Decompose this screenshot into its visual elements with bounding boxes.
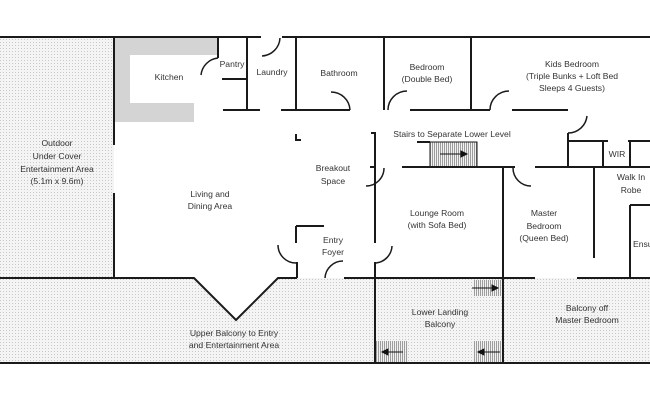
label-pantry: Pantry <box>220 59 246 69</box>
outdoor-area <box>0 37 114 278</box>
label-walk-in-robe: Walk In <box>617 172 646 182</box>
label-master-2: Bedroom <box>527 221 562 231</box>
label-outdoor-1: Outdoor <box>41 138 72 148</box>
label-lounge-sub: (with Sofa Bed) <box>408 220 467 230</box>
label-lower-landing-sub: Balcony <box>425 319 456 329</box>
label-wir: WIR <box>609 149 626 159</box>
label-lounge: Lounge Room <box>410 208 464 218</box>
walls <box>0 36 650 364</box>
label-outdoor-2: Under Cover <box>33 151 82 161</box>
label-stairs: Stairs to Separate Lower Level <box>393 129 511 139</box>
label-master-balcony: Balcony off <box>566 303 609 313</box>
label-upper-balcony: Upper Balcony to Entry <box>190 328 279 338</box>
label-laundry: Laundry <box>256 67 288 77</box>
door-swings <box>200 37 588 279</box>
label-outdoor-4: (5.1m x 9.6m) <box>30 176 83 186</box>
label-entry-sub: Foyer <box>322 247 344 257</box>
label-living-sub: Dining Area <box>188 201 233 211</box>
label-kitchen: Kitchen <box>155 72 184 82</box>
label-master-3: (Queen Bed) <box>519 233 568 243</box>
label-breakout: Breakout <box>316 163 351 173</box>
label-kids-bedroom: Kids Bedroom <box>545 59 599 69</box>
label-ensuite: Ensu <box>633 239 650 249</box>
label-bedroom: Bedroom <box>410 62 445 72</box>
stair-arrows <box>380 150 500 356</box>
label-kids-bedroom-sub2: Sleeps 4 Guests) <box>539 83 605 93</box>
label-entry: Entry <box>323 235 344 245</box>
label-lower-landing: Lower Landing <box>412 307 469 317</box>
label-kids-bedroom-sub1: (Triple Bunks + Loft Bed <box>526 71 618 81</box>
label-walk-in-robe-sub: Robe <box>621 185 642 195</box>
label-bathroom: Bathroom <box>320 68 357 78</box>
balcony-area <box>0 278 650 363</box>
label-outdoor-3: Entertainment Area <box>20 164 94 174</box>
label-bedroom-sub: (Double Bed) <box>402 74 453 84</box>
label-master: Master <box>531 208 557 218</box>
label-living: Living and <box>190 189 229 199</box>
kitchen-bench <box>114 37 218 122</box>
label-upper-balcony-sub: and Entertainment Area <box>189 340 280 350</box>
label-breakout-sub: Space <box>321 176 346 186</box>
label-master-balcony-sub: Master Bedroom <box>555 315 619 325</box>
